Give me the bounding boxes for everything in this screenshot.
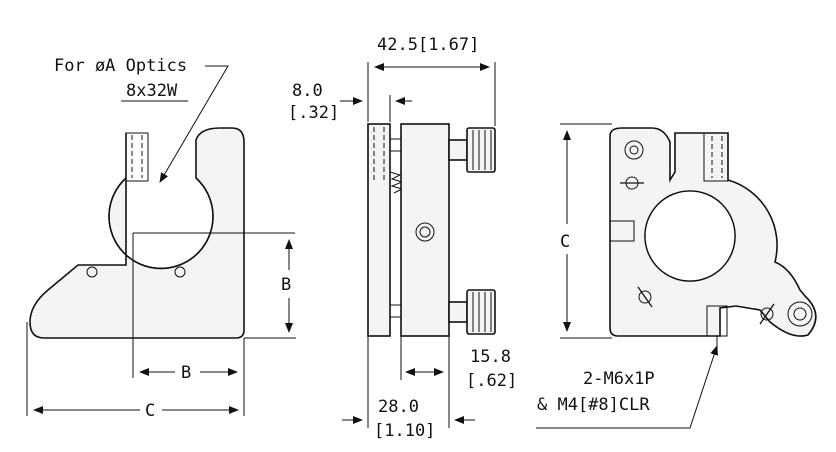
dim-total-mm: 28.0 [378, 397, 419, 417]
side-view [367, 123, 496, 337]
optics-note: For øA Optics [54, 56, 187, 76]
lower-adjuster-knob [466, 289, 496, 335]
dim-B-horizontal [139, 338, 245, 416]
tap-note-leader [536, 345, 718, 429]
dim-C-horizontal-label: C [145, 401, 155, 421]
dim-plate-mm: 8.0 [292, 81, 323, 101]
lower-adjuster-tip [389, 304, 402, 318]
lower-adjuster-sleeve [448, 301, 468, 323]
dim-depth [400, 336, 450, 380]
dim-C-horizontal [26, 322, 239, 416]
dim-plate [340, 95, 412, 122]
upper-adjuster-tip [389, 138, 402, 152]
upper-adjuster-sleeve [448, 139, 468, 161]
dim-B-vertical [244, 239, 296, 339]
dim-width [367, 62, 496, 126]
tap-note-line-1: 2-M6x1P [583, 369, 655, 389]
front-clamp-post [125, 132, 149, 182]
optic-bore [108, 177, 214, 270]
dim-C-vertical [560, 123, 612, 339]
rear-screw-1 [620, 176, 644, 190]
dim-plate-in: [.32] [288, 103, 339, 123]
thread-note: 8x32W [126, 81, 178, 101]
dim-depth-mm: 15.8 [470, 347, 511, 367]
dim-total [342, 336, 475, 428]
dim-total-in: [1.10] [374, 421, 435, 441]
upper-adjuster-knob [466, 127, 496, 173]
side-front-plate [367, 123, 391, 337]
rear-screw-3 [759, 303, 775, 325]
rear-side-pin [609, 220, 635, 242]
side-center-hole [415, 222, 435, 242]
tap-note-line-2: & M4[#8]CLR [537, 395, 650, 415]
optics-leader [121, 65, 229, 183]
dim-width-mm: 42.5[1.67] [377, 35, 479, 55]
rear-hole-top [624, 140, 644, 160]
front-view [29, 127, 295, 378]
side-main-block [400, 123, 450, 337]
rear-hole-bottom [787, 301, 813, 327]
front-hole-right [174, 266, 186, 278]
rear-clamp-post [703, 132, 729, 182]
dim-B-vertical-label: B [281, 275, 291, 295]
dim-C-vertical-label: C [560, 232, 570, 252]
dim-B-horizontal-label: B [181, 363, 191, 383]
rear-screw-2 [637, 286, 653, 308]
front-hole-left [86, 266, 98, 278]
rear-view [609, 127, 817, 350]
dim-depth-in: [.62] [466, 371, 517, 391]
